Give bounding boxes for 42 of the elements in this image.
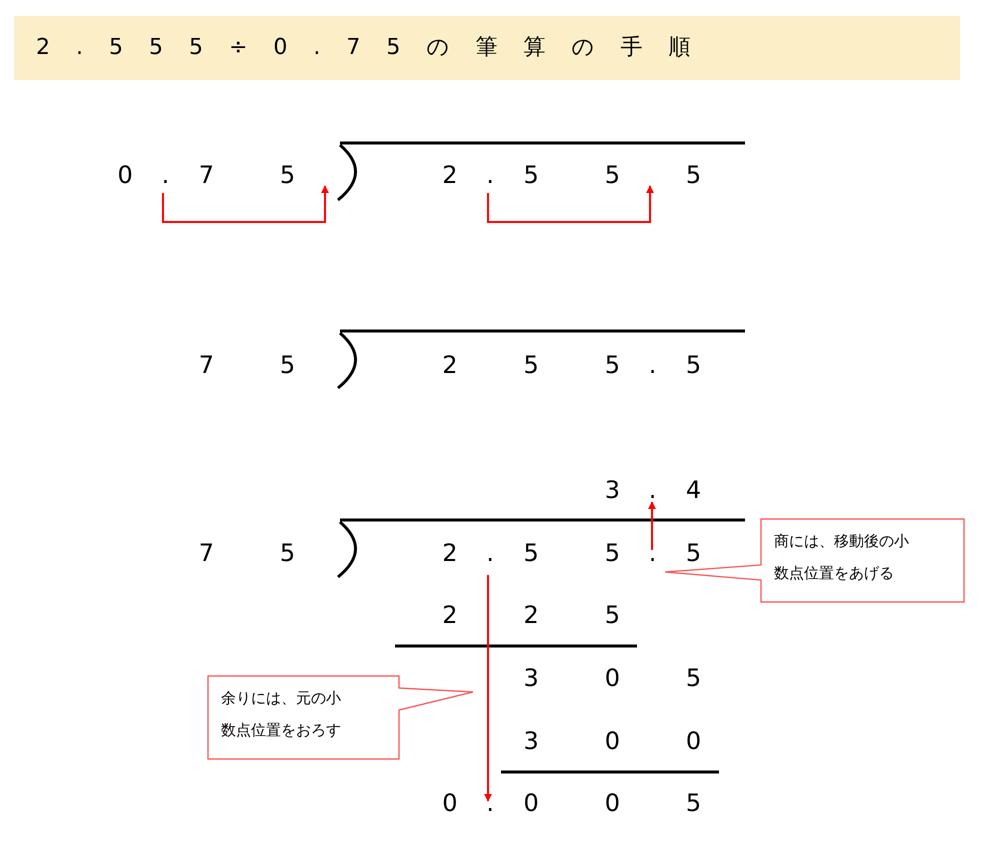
digit: . — [648, 350, 656, 381]
digit: 0 — [604, 788, 620, 819]
digit: 7 — [198, 538, 214, 569]
digit: . — [162, 160, 170, 191]
digit: . — [648, 475, 656, 506]
digit: 5 — [604, 160, 620, 191]
digit: 5 — [686, 350, 702, 381]
digit: 5 — [524, 350, 539, 381]
digit: 4 — [686, 475, 702, 506]
digit: 5 — [280, 160, 296, 191]
digit: 3 — [604, 475, 620, 506]
digit: 2 — [442, 600, 458, 631]
digit: 5 — [686, 663, 702, 694]
digit: 5 — [686, 788, 702, 819]
digit: . — [486, 538, 494, 569]
digit: 0 — [118, 160, 133, 191]
digit: 5 — [280, 538, 296, 569]
digit: 5 — [604, 600, 620, 631]
digit: 7 — [198, 160, 214, 191]
digit: 2 — [442, 350, 458, 381]
digit: 7 — [198, 350, 214, 381]
digit: 2 — [524, 600, 539, 631]
digit: 0 — [686, 726, 702, 757]
digit: 0 — [604, 663, 620, 694]
digit: 2 — [442, 538, 458, 569]
digit: 5 — [686, 538, 702, 569]
digit: 2 — [442, 160, 458, 191]
digit: . — [486, 160, 494, 191]
digit: 5 — [604, 350, 620, 381]
digit: 0 — [442, 788, 458, 819]
digit: 5 — [686, 160, 702, 191]
digit: . — [648, 538, 656, 569]
digit: 5 — [604, 538, 620, 569]
digit: 5 — [524, 160, 539, 191]
digit: . — [486, 788, 494, 819]
digit: 3 — [524, 663, 539, 694]
digit: 0 — [524, 788, 539, 819]
digit: 5 — [524, 538, 539, 569]
digit: 5 — [280, 350, 296, 381]
digit: 3 — [524, 726, 539, 757]
digit: 0 — [604, 726, 620, 757]
title-banner: 2.555÷0.75の筆算の手順 — [14, 16, 960, 80]
